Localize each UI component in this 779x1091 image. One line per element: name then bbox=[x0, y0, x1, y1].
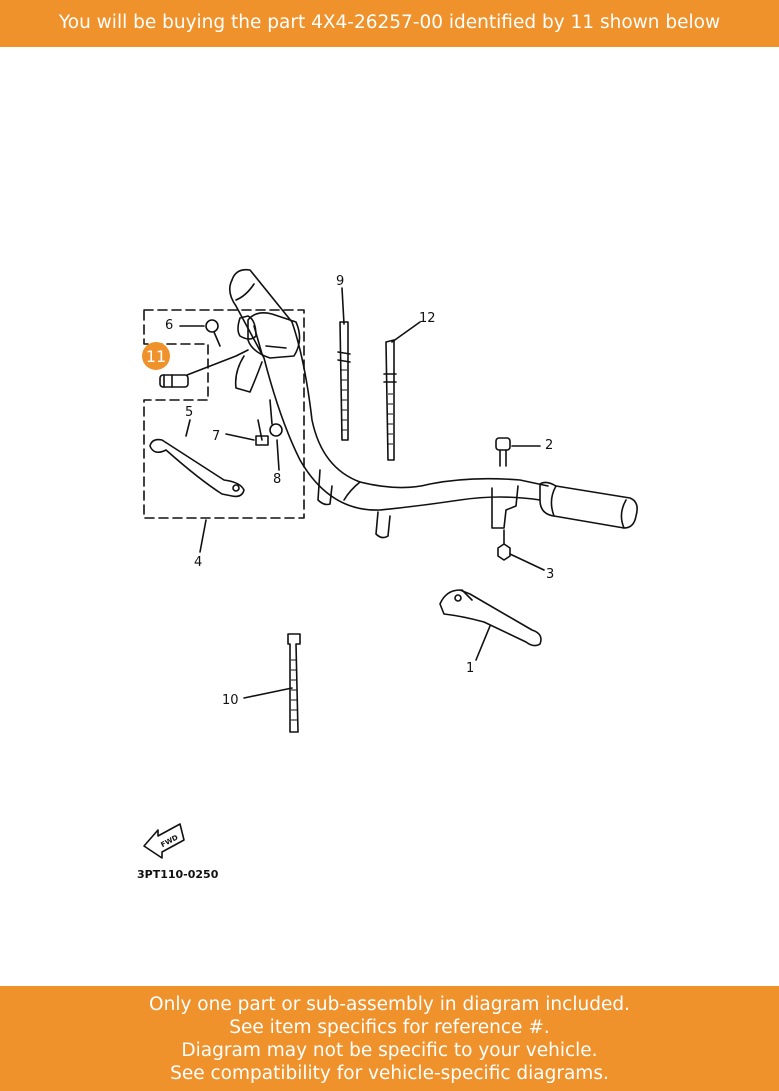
strap-hatching bbox=[291, 369, 393, 721]
top-banner: You will be buying the part 4X4-26257-00… bbox=[0, 0, 779, 47]
callout-3: 3 bbox=[546, 567, 554, 582]
lever-5 bbox=[149, 438, 245, 498]
footer-line-1: Only one part or sub-assembly in diagram… bbox=[149, 994, 630, 1015]
nut-3 bbox=[497, 529, 511, 561]
highlight-marker bbox=[142, 342, 170, 370]
callout-7: 7 bbox=[212, 429, 220, 444]
footer-line-3: Diagram may not be specific to your vehi… bbox=[181, 1040, 598, 1061]
callout-11: 11 bbox=[146, 347, 166, 366]
callout-1: 1 bbox=[466, 661, 474, 676]
strap-10 bbox=[287, 633, 301, 733]
footer-line-4: See compatibility for vehicle-specific d… bbox=[170, 1063, 609, 1084]
bottom-banner: Only one part or sub-assembly in diagram… bbox=[0, 986, 779, 1091]
footer-line-2: See item specifics for reference #. bbox=[229, 1017, 550, 1038]
callout-10: 10 bbox=[222, 693, 239, 708]
callout-8: 8 bbox=[273, 472, 281, 487]
callout-5: 5 bbox=[185, 405, 193, 420]
screw-6 bbox=[205, 319, 221, 347]
subassembly-box-4 bbox=[143, 309, 305, 519]
lever-1 bbox=[439, 589, 542, 647]
strap-12 bbox=[383, 339, 397, 461]
nut-8 bbox=[269, 399, 283, 437]
screw-2 bbox=[495, 437, 511, 467]
bolt-11 bbox=[159, 374, 189, 388]
fwd-label: FWD bbox=[160, 833, 180, 849]
handlebar bbox=[228, 268, 638, 539]
strap-9 bbox=[337, 321, 351, 441]
callout-4: 4 bbox=[194, 555, 202, 570]
fwd-arrow bbox=[143, 823, 185, 859]
callout-12: 12 bbox=[419, 311, 436, 326]
diagram-code: 3PT110-0250 bbox=[137, 868, 219, 881]
callout-9: 9 bbox=[336, 274, 344, 289]
bolt-7 bbox=[255, 419, 269, 446]
parts-diagram: 1 2 3 4 5 6 7 8 9 10 12 11 FWD 3PT110-02… bbox=[137, 268, 638, 881]
callout-6: 6 bbox=[165, 318, 173, 333]
switch-housing bbox=[234, 312, 301, 393]
header-text: You will be buying the part 4X4-26257-00… bbox=[58, 12, 721, 33]
callout-2: 2 bbox=[545, 438, 553, 453]
